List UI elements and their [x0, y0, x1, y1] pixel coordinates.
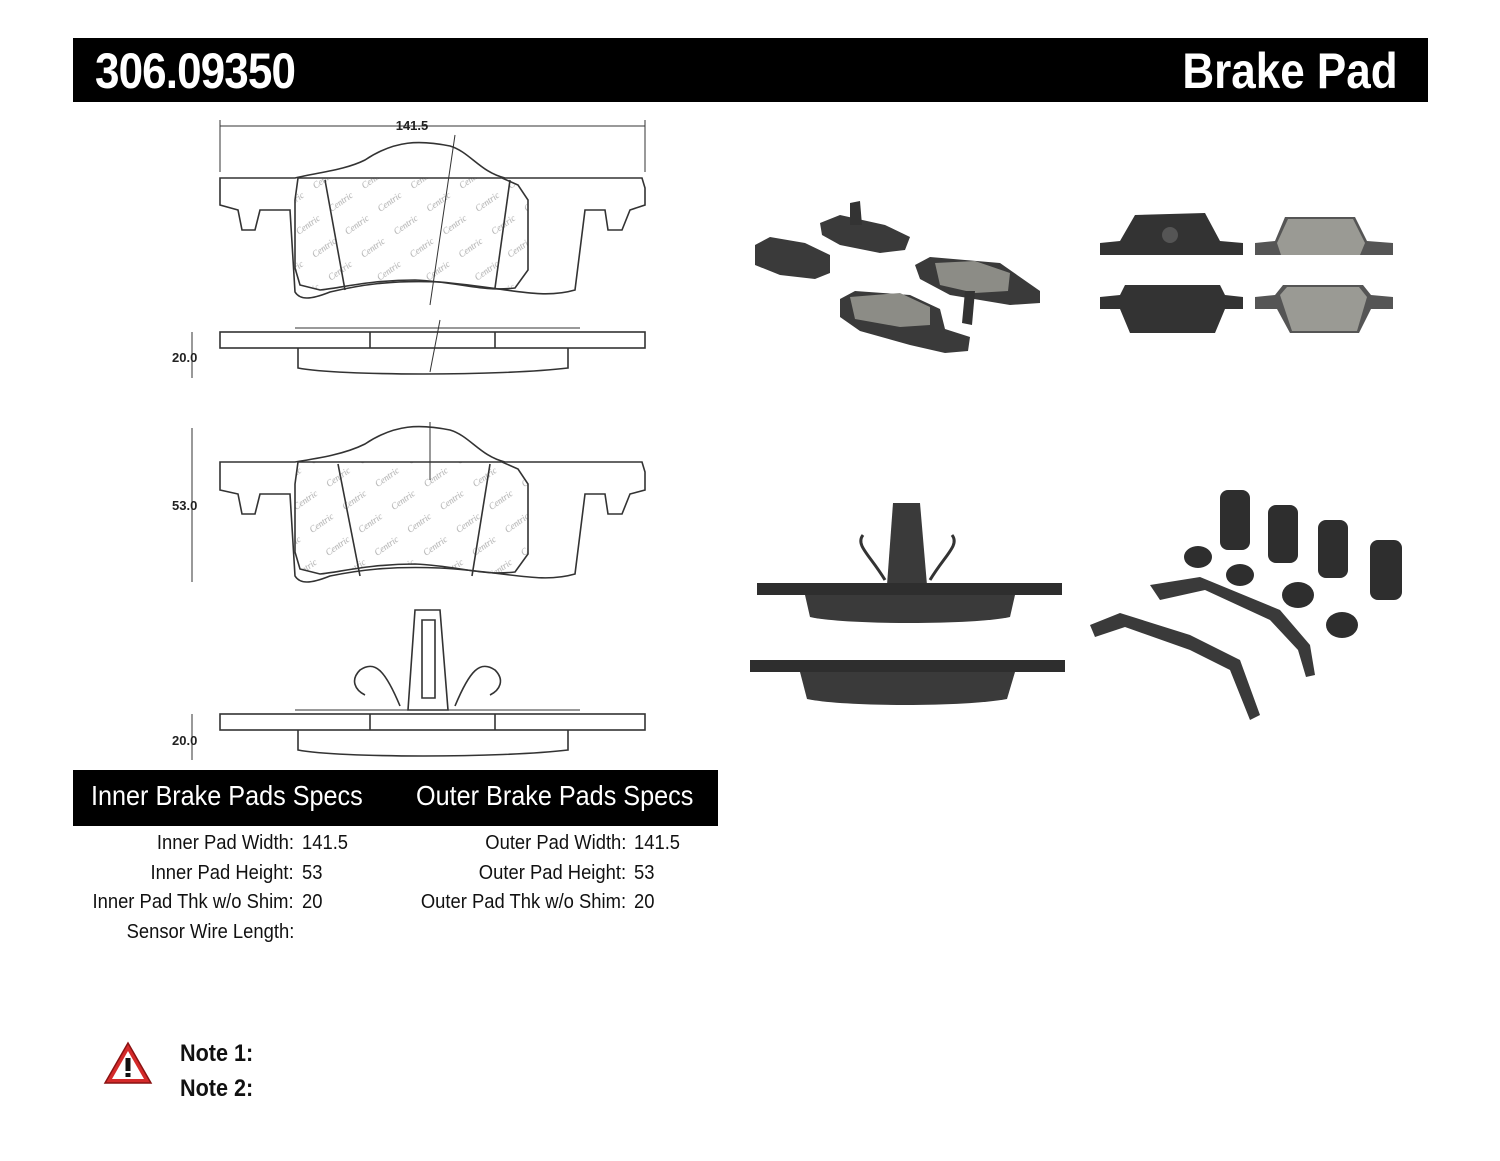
spec-row: Sensor Wire Length: — [0, 919, 720, 945]
spec-label: Outer Pad Width: — [484, 832, 626, 854]
warning-triangle-icon — [103, 1040, 153, 1086]
spec-value: 53 — [634, 862, 655, 884]
product-photo-pad-views — [1095, 205, 1400, 350]
part-number: 306.09350 — [95, 43, 296, 99]
spec-value: 53 — [302, 862, 323, 884]
product-photo-pad-side — [745, 495, 1070, 710]
spec-row: Inner Pad Height: 53 — [0, 860, 720, 886]
pad-side-view-top — [191, 319, 646, 378]
dimension-thickness-bottom: 20.0 — [172, 733, 197, 748]
spec-row: Outer Pad Width: 141.5 — [0, 830, 720, 856]
spec-row: Outer Pad Height: 53 — [0, 860, 720, 886]
spec-row: Outer Pad Thk w/o Shim: 20 — [0, 889, 720, 915]
spec-row: Inner Pad Width: 141.5 — [0, 830, 720, 856]
pad-drawing-svg: Centric 141.5 20.0 — [172, 118, 646, 760]
document-type: Brake Pad — [1182, 43, 1398, 99]
spec-row: Inner Pad Thk w/o Shim: 20 — [0, 889, 720, 915]
spec-label: Outer Pad Height: — [478, 862, 626, 884]
pad-photo-3 — [750, 503, 1065, 705]
outer-specs-title: Outer Brake Pads Specs — [416, 780, 694, 811]
spec-value: 20 — [302, 891, 323, 913]
spec-label: Inner Pad Height: — [150, 862, 294, 884]
spec-label: Sensor Wire Length: — [126, 921, 294, 943]
pad-photo-2 — [1100, 213, 1393, 333]
specs-header: Inner Brake Pads Specs Outer Brake Pads … — [73, 770, 718, 826]
spec-value: 20 — [634, 891, 655, 913]
dimension-height: 53.0 — [172, 498, 197, 513]
dimension-width: 141.5 — [396, 118, 429, 133]
inner-specs-title: Inner Brake Pads Specs — [91, 780, 363, 811]
product-photo-hardware-kit — [1080, 485, 1410, 730]
product-photo-pad-set — [740, 195, 1060, 365]
technical-drawing: Centric 141.5 20.0 — [160, 110, 660, 770]
pad-side-view-bottom — [191, 609, 646, 760]
dimension-thickness-top: 20.0 — [172, 350, 197, 365]
hardware-photo — [1090, 490, 1402, 720]
pad-photo-1 — [755, 201, 1040, 353]
note-2: Note 2: — [180, 1075, 254, 1102]
title-bar: 306.09350 Brake Pad — [73, 38, 1428, 102]
spec-label: Inner Pad Thk w/o Shim: — [92, 891, 294, 913]
pad-back-view — [191, 422, 646, 583]
spec-value: 141.5 — [302, 832, 349, 854]
note-1: Note 1: — [180, 1040, 254, 1067]
spec-label: Outer Pad Thk w/o Shim: — [420, 891, 626, 913]
spec-value: 141.5 — [634, 832, 681, 854]
pad-front-view — [219, 120, 646, 306]
spec-label: Inner Pad Width: — [156, 832, 294, 854]
